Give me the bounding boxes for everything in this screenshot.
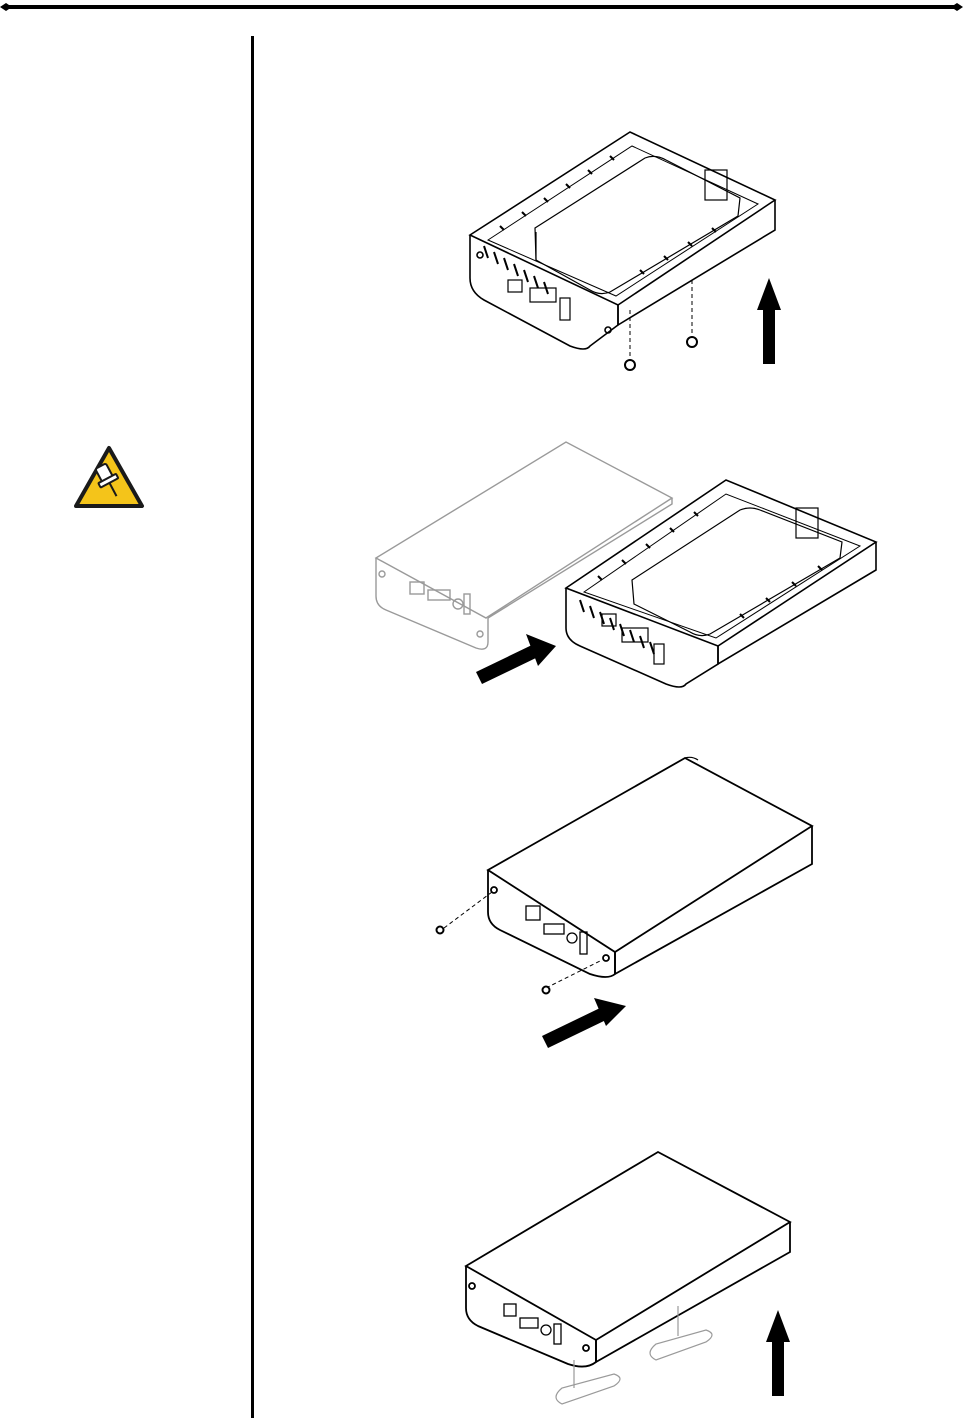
screw-icon <box>437 927 550 994</box>
slide-arrow-icon <box>542 998 626 1048</box>
step-3-illustration <box>430 752 830 1052</box>
frame-top-outline <box>470 132 775 305</box>
header-rule <box>0 0 963 16</box>
frame-with-drive <box>566 480 876 687</box>
power-switch-icon <box>560 298 570 320</box>
right-diamond-icon <box>951 3 963 11</box>
power-jack-icon <box>567 933 577 943</box>
up-arrow-icon <box>757 278 781 364</box>
rubber-feet <box>556 1306 712 1404</box>
screw-icon <box>625 337 697 370</box>
closed-enclosure <box>466 1152 790 1367</box>
step-2-illustration <box>366 438 886 694</box>
power-switch-icon <box>580 932 587 954</box>
closed-enclosure <box>488 757 812 977</box>
rail-ticks <box>484 156 716 294</box>
esata-port-icon <box>530 288 556 302</box>
sidebar-divider <box>251 36 254 1418</box>
hard-drive-outline <box>535 156 740 293</box>
usb-port-icon <box>526 906 540 920</box>
esata-port-icon <box>544 924 564 934</box>
step-1-illustration <box>440 120 800 380</box>
left-diamond-icon <box>0 3 12 11</box>
pushpin-warning-icon <box>72 444 146 510</box>
step-4-illustration <box>462 1148 802 1408</box>
usb-port-icon <box>508 280 522 292</box>
up-arrow-icon <box>766 1310 790 1396</box>
